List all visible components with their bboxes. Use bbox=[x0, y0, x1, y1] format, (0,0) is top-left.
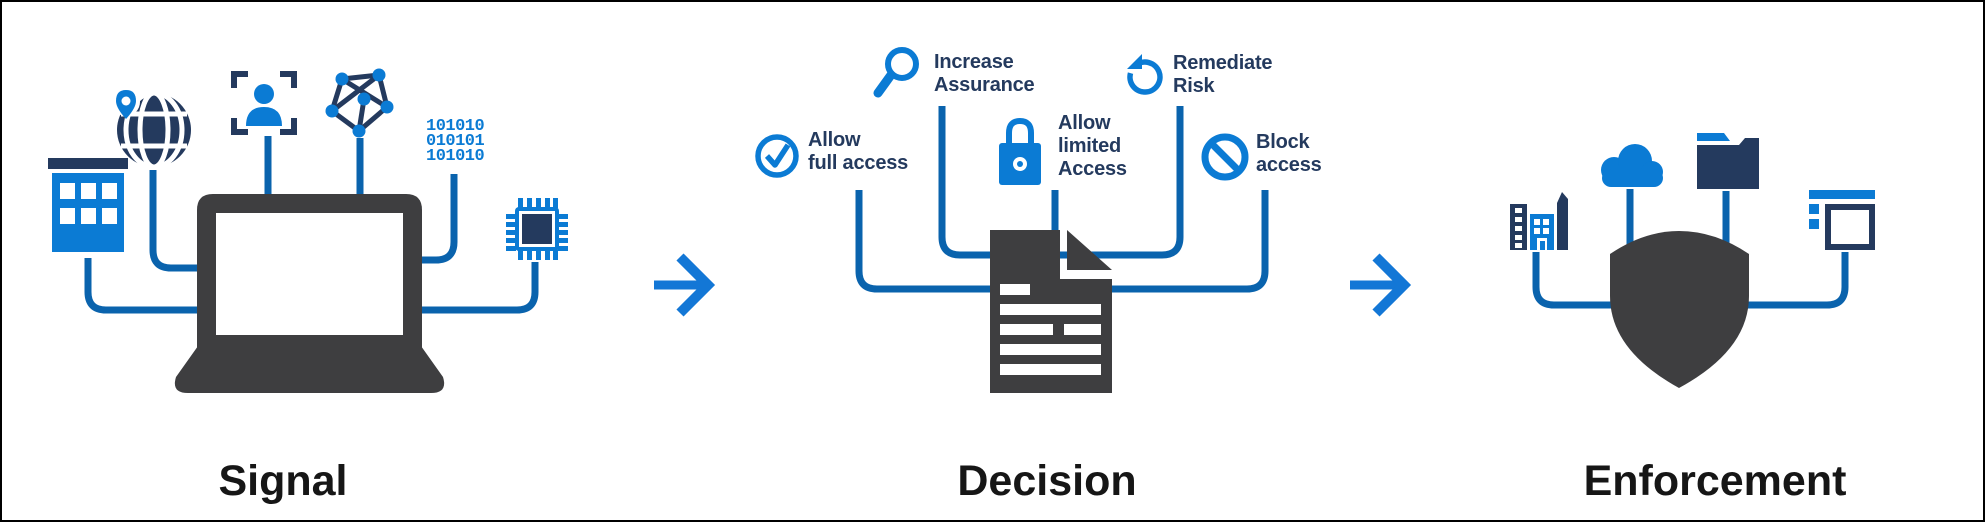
magnifier-icon bbox=[873, 47, 919, 98]
binary-line-3: 101010 bbox=[426, 147, 485, 166]
building-connector bbox=[1532, 252, 1647, 309]
checkmark-circle-icon bbox=[755, 134, 799, 178]
cloud-icon bbox=[1601, 144, 1663, 187]
enforcement-section-title: Enforcement bbox=[1583, 457, 1847, 505]
assurance-to-remediate-connector bbox=[938, 106, 1184, 259]
data-table-icon bbox=[48, 158, 128, 252]
label-line: limited bbox=[1058, 135, 1122, 157]
binary-connector bbox=[402, 174, 458, 264]
label-line: Risk bbox=[1173, 75, 1215, 97]
increase-assurance-label: Increase Assurance bbox=[934, 51, 1035, 97]
table-connector bbox=[84, 258, 217, 314]
identity-scan-icon bbox=[231, 71, 297, 135]
label-line: access bbox=[1256, 154, 1322, 176]
binary-code-icon: 101010 010101 101010 bbox=[426, 117, 485, 166]
binary-line-2: 010101 bbox=[426, 132, 485, 151]
padlock-icon bbox=[999, 117, 1041, 185]
app-window-icon bbox=[1809, 190, 1875, 250]
label-line: full access bbox=[808, 152, 909, 174]
decision-section-title: Decision bbox=[957, 457, 1137, 505]
label-line: Block bbox=[1256, 131, 1310, 153]
label-line: Allow bbox=[808, 129, 861, 151]
allow-full-access-label: Allow full access bbox=[808, 129, 908, 175]
chip-connector bbox=[402, 262, 539, 314]
refresh-arrow-icon bbox=[1127, 54, 1163, 95]
decision-to-enforcement-arrow-icon bbox=[1350, 253, 1412, 317]
policy-document-icon bbox=[990, 230, 1112, 393]
globe-connector bbox=[149, 170, 217, 272]
label-line: Allow bbox=[1058, 112, 1111, 134]
remediate-risk-label: Remediate Risk bbox=[1173, 52, 1273, 98]
signal-to-decision-arrow-icon bbox=[654, 253, 716, 317]
label-line: Increase bbox=[934, 51, 1014, 73]
label-line: Access bbox=[1058, 158, 1127, 180]
label-line: Remediate bbox=[1173, 52, 1273, 74]
network-graph-icon bbox=[325, 68, 394, 138]
security-shield-icon bbox=[1610, 231, 1749, 388]
block-circle-icon bbox=[1201, 133, 1249, 181]
window-connector bbox=[1714, 252, 1849, 309]
binary-line-1: 101010 bbox=[426, 117, 485, 136]
label-line: Assurance bbox=[934, 74, 1035, 96]
block-access-label: Block access bbox=[1256, 131, 1322, 177]
folder-icon bbox=[1697, 133, 1759, 189]
full-access-to-block-connector bbox=[855, 190, 1269, 293]
flow-arrows bbox=[654, 253, 1412, 317]
laptop-icon bbox=[174, 194, 445, 393]
signal-section-title: Signal bbox=[218, 457, 348, 505]
location-globe-icon bbox=[112, 88, 191, 170]
allow-limited-access-label: Allow limited Access bbox=[1058, 112, 1127, 181]
processor-chip-icon bbox=[506, 198, 568, 260]
organization-building-icon bbox=[1510, 192, 1568, 250]
